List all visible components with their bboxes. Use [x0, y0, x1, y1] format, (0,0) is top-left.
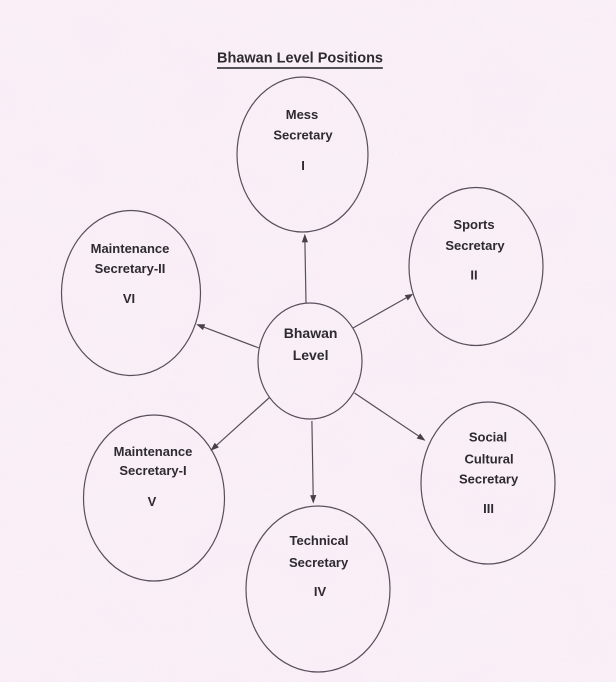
- svg-text:Maintenance: Maintenance: [114, 444, 193, 459]
- svg-text:Secretary: Secretary: [289, 555, 349, 570]
- svg-text:Secretary-I: Secretary-I: [119, 463, 186, 478]
- svg-text:I: I: [301, 158, 305, 173]
- svg-text:IV: IV: [314, 584, 327, 599]
- svg-text:Secretary: Secretary: [459, 471, 519, 486]
- svg-text:Bhawan Level Positions: Bhawan Level Positions: [217, 51, 383, 67]
- svg-text:VI: VI: [123, 291, 135, 306]
- svg-text:Social: Social: [469, 430, 507, 445]
- svg-text:Mess: Mess: [286, 107, 319, 122]
- svg-text:III: III: [483, 501, 494, 516]
- svg-text:II: II: [470, 268, 477, 283]
- svg-text:Cultural: Cultural: [464, 452, 513, 467]
- svg-text:Secretary-II: Secretary-II: [95, 261, 166, 276]
- svg-text:Technical: Technical: [289, 533, 348, 548]
- svg-text:Maintenance: Maintenance: [91, 241, 170, 256]
- svg-text:Level: Level: [293, 347, 329, 363]
- svg-text:Secretary: Secretary: [445, 238, 505, 253]
- svg-text:Sports: Sports: [453, 217, 494, 232]
- svg-text:Secretary: Secretary: [273, 128, 333, 143]
- svg-text:Bhawan: Bhawan: [284, 325, 338, 341]
- svg-text:V: V: [148, 494, 157, 509]
